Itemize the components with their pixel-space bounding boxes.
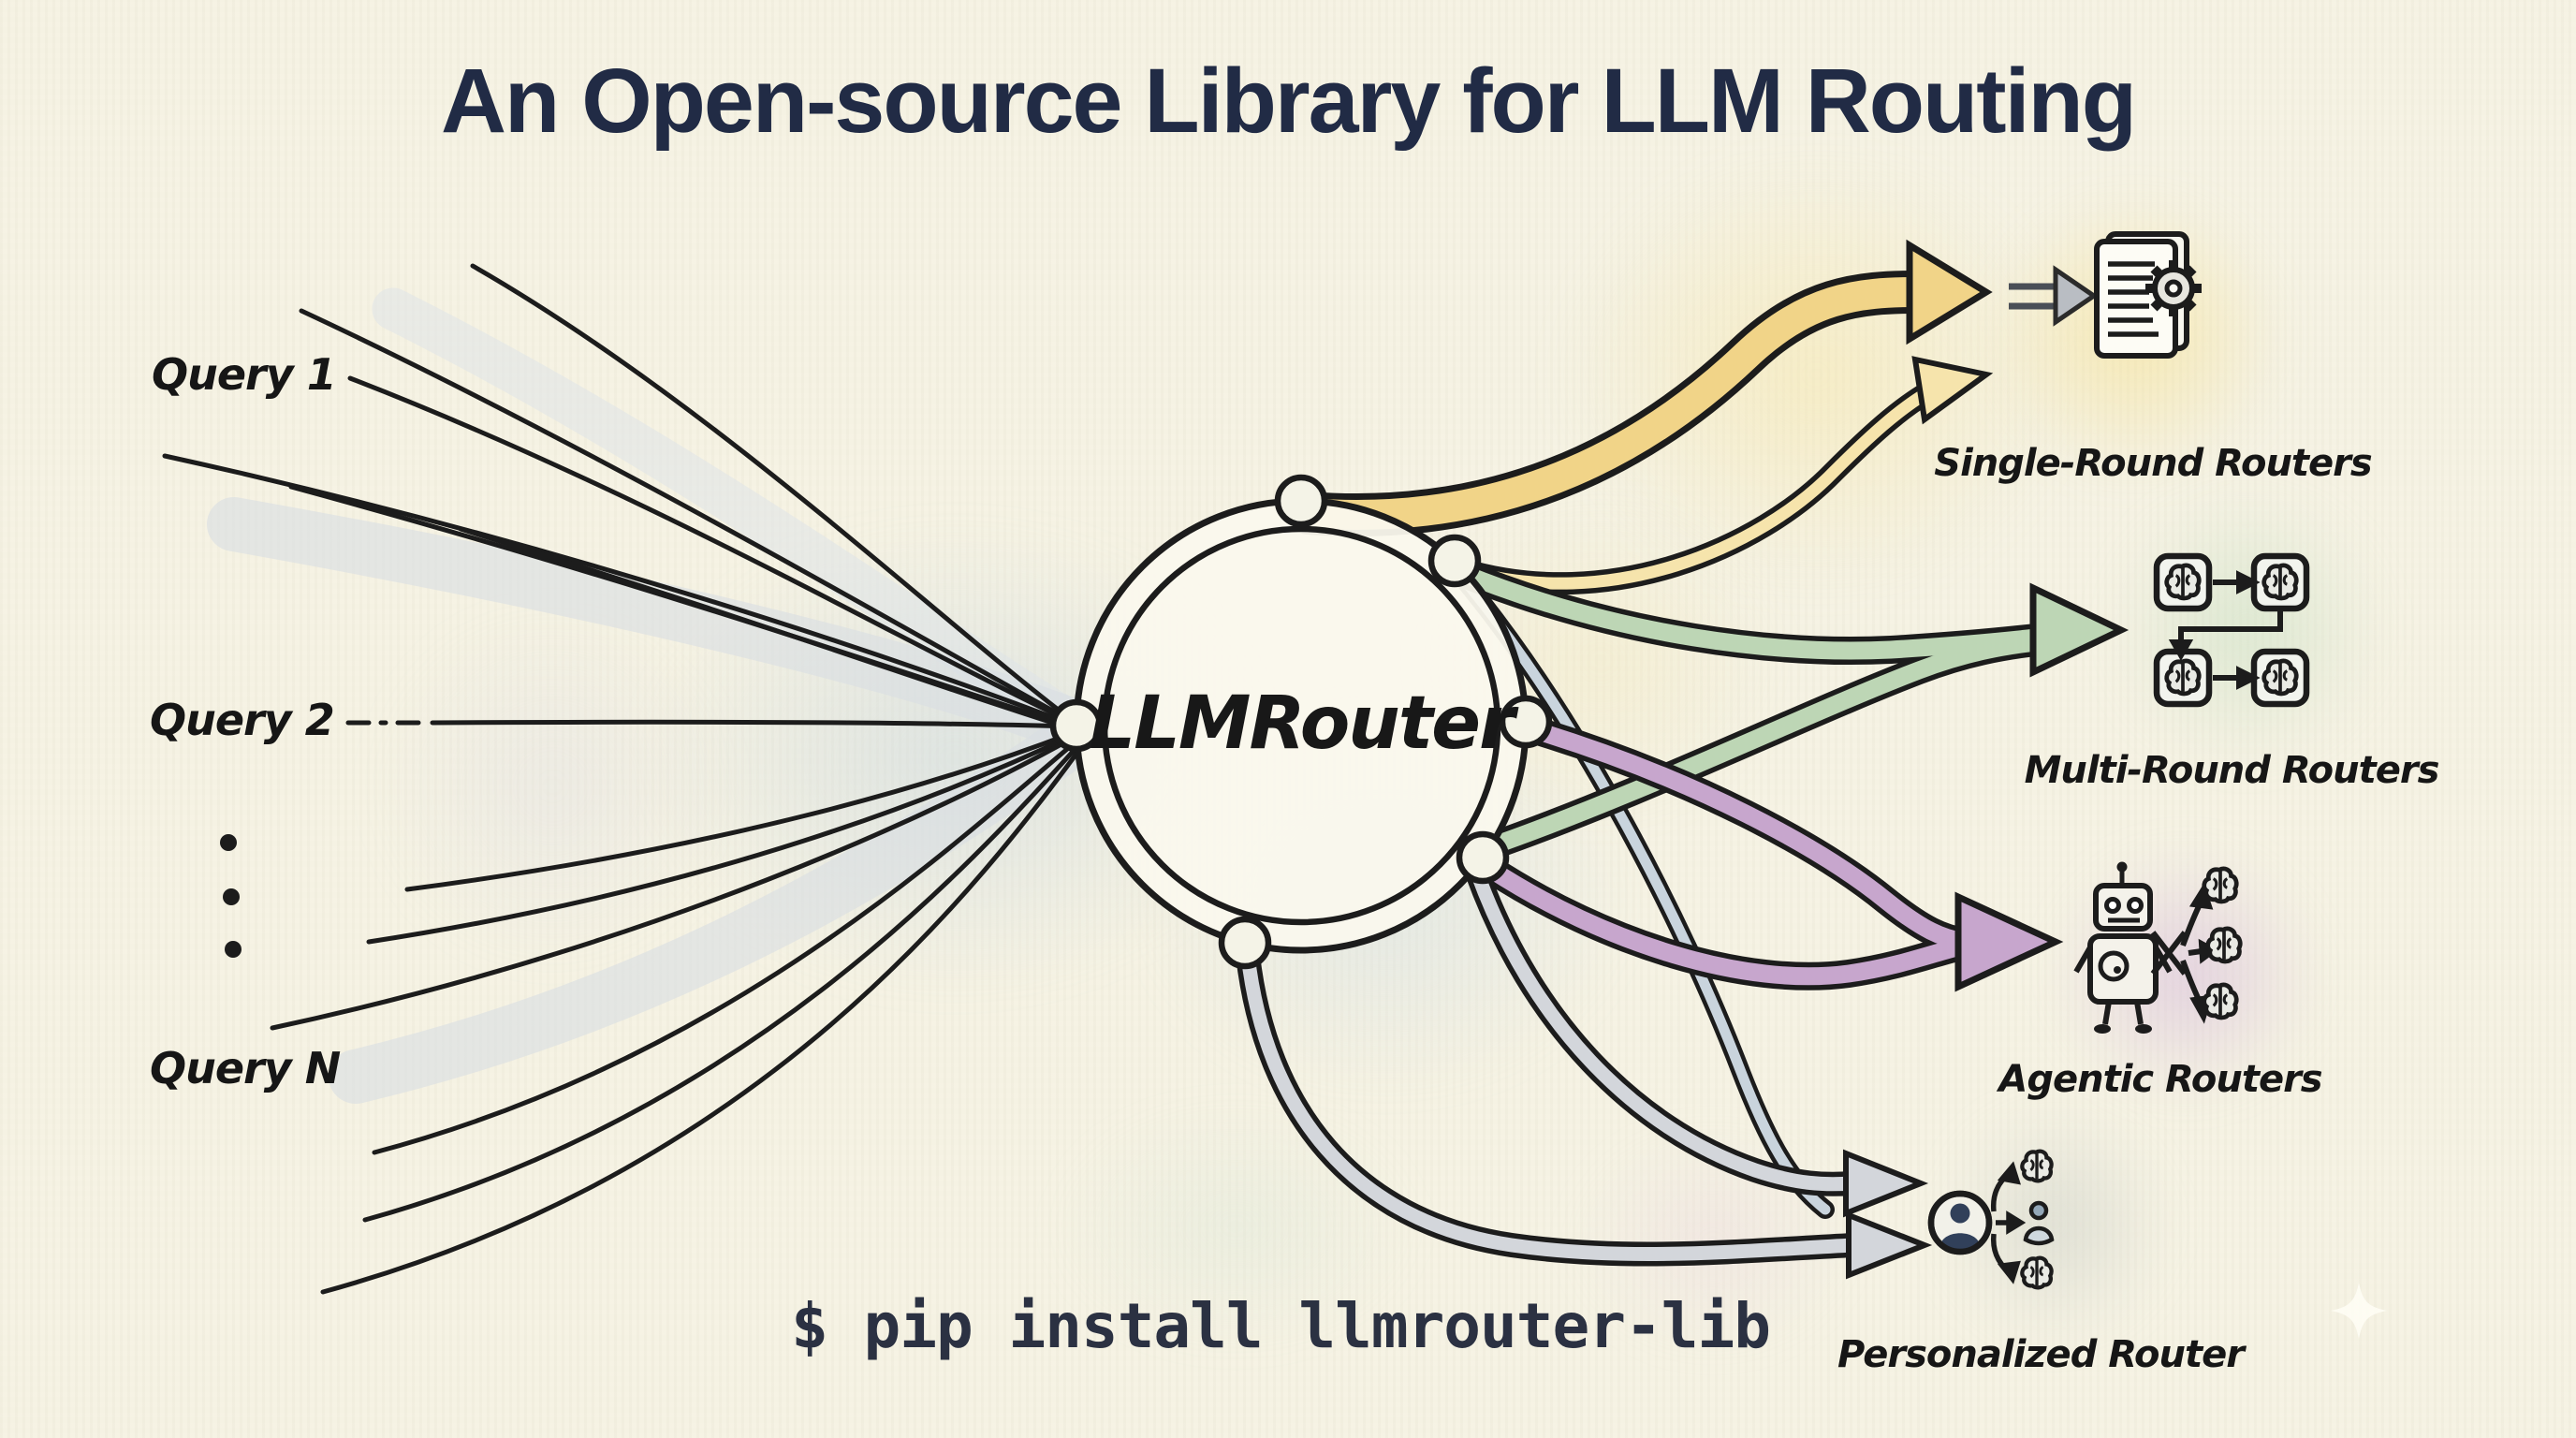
gear-icon [2145, 260, 2202, 316]
query-line-bands [207, 287, 1104, 1104]
personalization-branch-connector [1990, 1161, 2027, 1284]
yellow-ribbon-large [1287, 239, 1993, 536]
yellow-arrowhead-large [1906, 239, 1993, 345]
single-round-cluster [2009, 231, 2202, 359]
gray-ribbon-1 [1465, 860, 1929, 1218]
branch-connector [2150, 883, 2219, 1024]
agentic-cluster [2073, 861, 2240, 1034]
green-arrowhead [2029, 582, 2130, 678]
document-gear-icon [2094, 231, 2202, 359]
user-avatar-icon [1927, 1190, 1993, 1255]
personalized-cluster [1927, 1152, 2055, 1288]
yellow-ribbon-small [1451, 356, 1994, 595]
yellow-arrowhead-small [1911, 356, 1994, 425]
router-port-nodes [1049, 474, 1553, 970]
gray-ribbon-2 [1236, 943, 1933, 1280]
robot-icon [2073, 861, 2173, 1034]
output-ribbons [1236, 239, 2130, 1280]
green-ribbons [1448, 559, 2130, 859]
queries-ellipsis [220, 834, 242, 958]
double-arrow-icon [2009, 265, 2099, 327]
sparkle [2331, 1283, 2387, 1339]
person-icon [2023, 1200, 2055, 1246]
router-inner-ring [1101, 525, 1501, 926]
gray-arrowhead-2 [1846, 1211, 1933, 1280]
gray-arrowhead-1 [1843, 1149, 1929, 1218]
round-flow-arrows [2168, 570, 2283, 690]
multi-round-cluster [2153, 552, 2310, 708]
purple-ribbons [1476, 716, 2064, 992]
purple-arrowhead [1954, 891, 2064, 992]
query-lines [162, 263, 1085, 1295]
blue-gray-ribbon [1449, 564, 1835, 1219]
router-hub [1049, 474, 1553, 970]
